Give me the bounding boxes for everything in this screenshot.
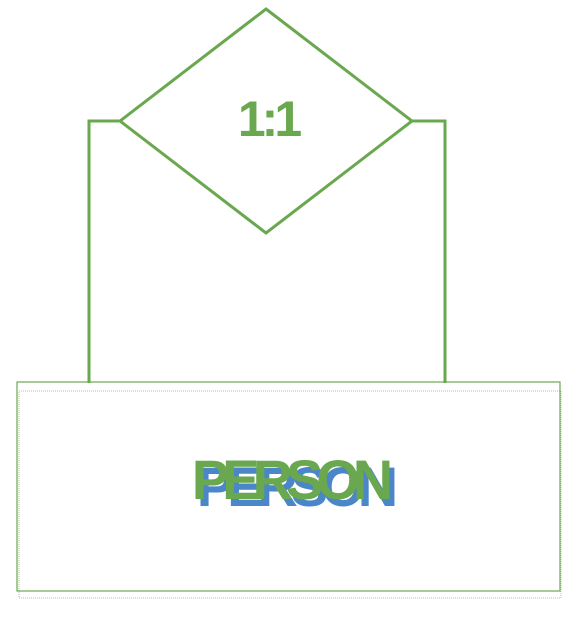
relationship-label: 1:1: [238, 91, 301, 147]
entity-outer-dotted-frame: [18, 390, 562, 599]
entity-label-shadow: PERSON: [197, 455, 395, 518]
connector-right: [412, 119, 447, 383]
relationship-diamond[interactable]: 1:1: [117, 7, 415, 235]
connector-left: [87, 119, 120, 383]
relationship-shape: [117, 7, 415, 235]
entity-frame: [16, 381, 561, 592]
entity-box[interactable]: PERSON PERSON: [16, 381, 562, 599]
entity-label: PERSON: [192, 448, 390, 511]
